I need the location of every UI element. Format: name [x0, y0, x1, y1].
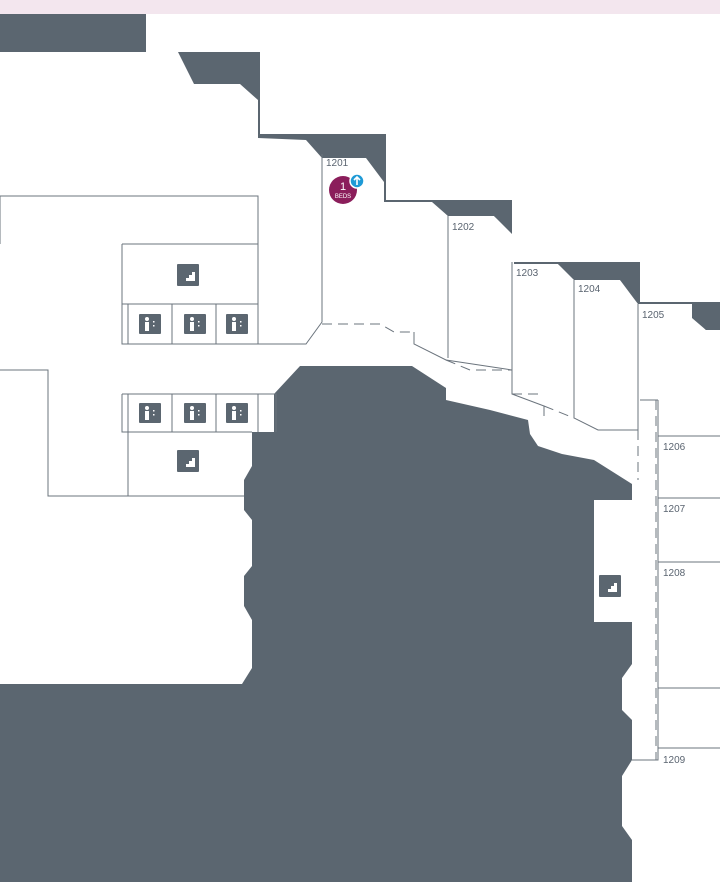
room-label-1204: 1204: [578, 284, 601, 295]
restroom-icon[interactable]: [184, 314, 206, 334]
walls: [0, 154, 720, 761]
room-label-1209: 1209: [663, 755, 686, 766]
beds-count: 1: [340, 181, 346, 193]
restroom-icons: [139, 314, 248, 423]
room-label-1207: 1207: [663, 504, 686, 515]
stairs-icon[interactable]: [599, 575, 621, 597]
top-band: [0, 0, 720, 14]
room-label-1202: 1202: [452, 222, 475, 233]
restroom-icon[interactable]: [184, 403, 206, 423]
restroom-icon[interactable]: [226, 314, 248, 334]
building-masses: [0, 14, 720, 882]
beds-unit: BEDS: [335, 194, 351, 200]
restroom-icon[interactable]: [226, 403, 248, 423]
room-label-1205: 1205: [642, 310, 665, 321]
dashed-boundaries: [322, 323, 657, 760]
stairs-icon[interactable]: [177, 450, 199, 472]
arrow-up-icon: [349, 173, 365, 189]
restroom-icon[interactable]: [139, 314, 161, 334]
room-label-1208: 1208: [663, 568, 686, 579]
room-labels: 1201 1202 1203 1204 1205 1206 1207 1208 …: [326, 158, 686, 766]
beds-marker[interactable]: 1 BEDS: [329, 173, 365, 204]
room-label-1206: 1206: [663, 442, 686, 453]
stairs-icon[interactable]: [177, 264, 199, 286]
restroom-icon[interactable]: [139, 403, 161, 423]
room-label-1203: 1203: [516, 268, 539, 279]
room-label-1201: 1201: [326, 158, 349, 169]
